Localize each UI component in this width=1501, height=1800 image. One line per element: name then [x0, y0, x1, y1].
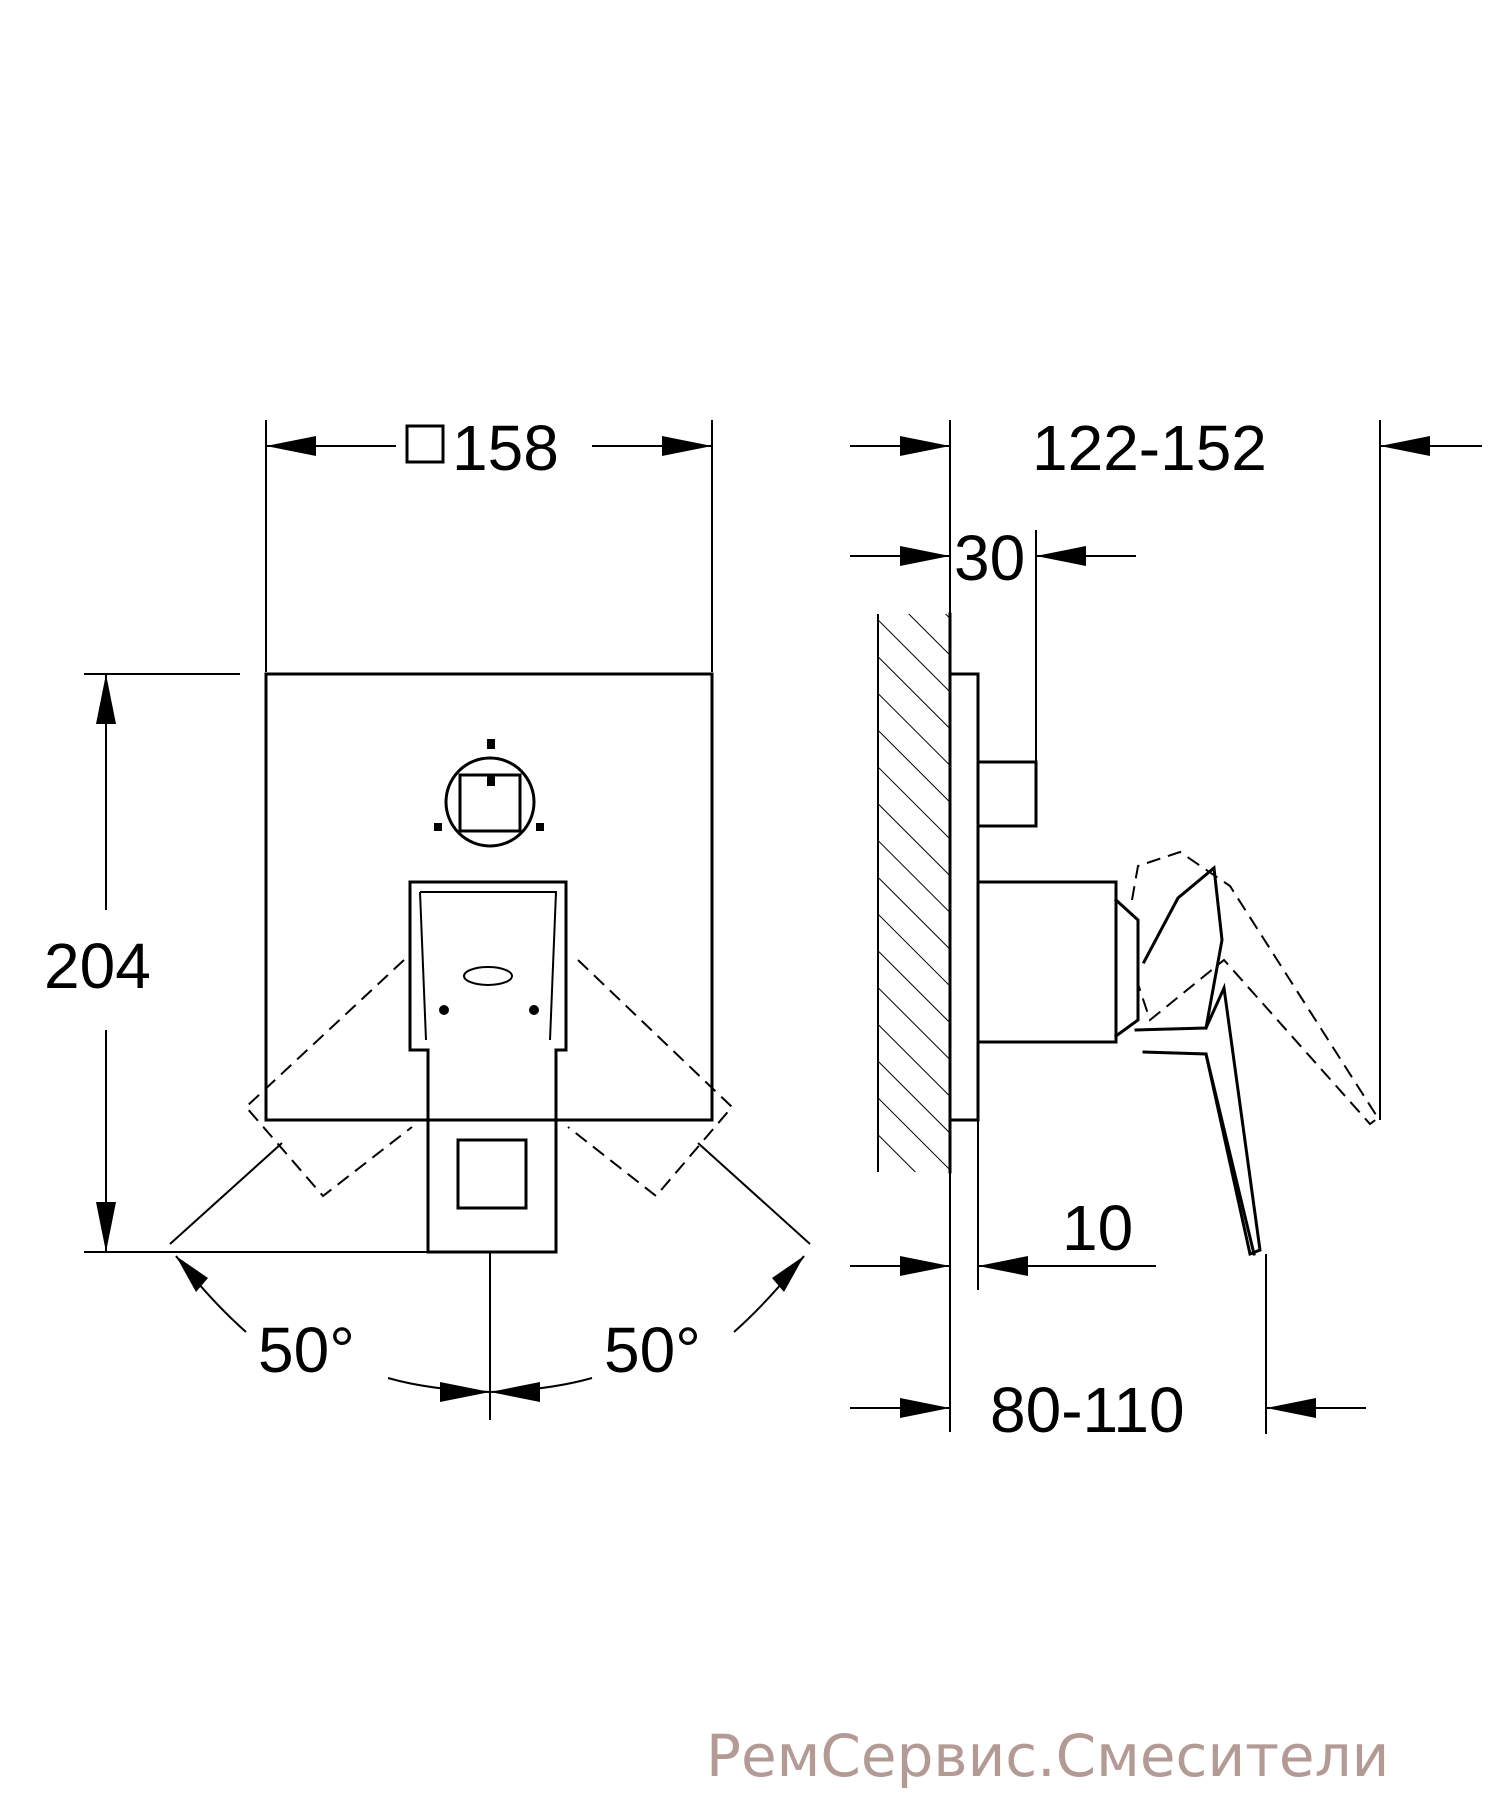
- cartridge-dimension: 30: [954, 522, 1025, 594]
- plate-dimension: 10: [1062, 1192, 1133, 1264]
- lever-side: [976, 865, 1262, 1257]
- side-view: 122-152 30 10 80-110: [850, 412, 1482, 1446]
- cover-plate: [264, 672, 714, 1122]
- lever-rotation-outline: [244, 959, 734, 1198]
- front-view: 158: [44, 412, 811, 1420]
- lever-side-outline: [1131, 850, 1380, 1126]
- width-dimension: 158: [452, 412, 559, 484]
- cartridge-side: [976, 760, 1038, 828]
- square-symbol: [405, 424, 445, 464]
- plate-side: [948, 672, 980, 1122]
- watermark: РемСервис.Смесители: [706, 1722, 1389, 1790]
- diverter-knob: [434, 739, 544, 848]
- angle-left-label: 50°: [258, 1314, 355, 1386]
- wall-hatch: [878, 614, 950, 1172]
- angle-right-label: 50°: [604, 1314, 701, 1386]
- lever-handle: [408, 880, 568, 1254]
- height-dimension: 204: [44, 930, 151, 1002]
- lever-depth-dimension: 80-110: [990, 1374, 1185, 1446]
- total-depth-dimension: 122-152: [1032, 412, 1267, 484]
